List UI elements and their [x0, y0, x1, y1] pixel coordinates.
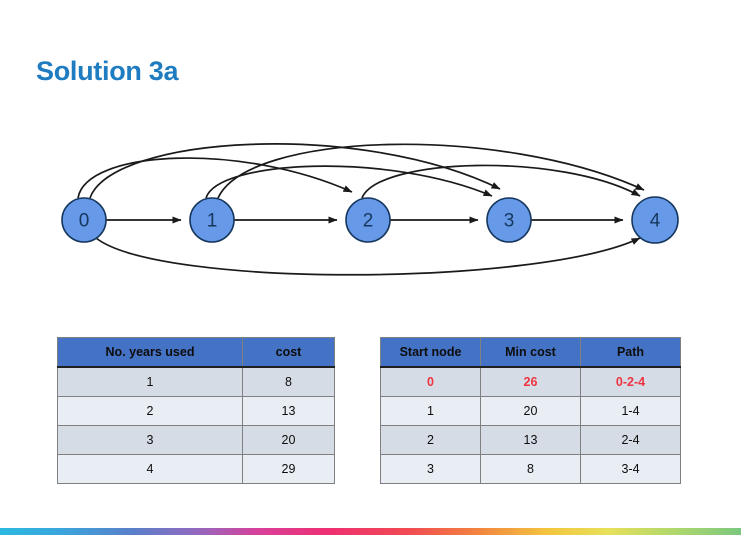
cell-cost: 29 [242, 454, 335, 484]
page-title: Solution 3a [36, 56, 179, 86]
node-3[interactable]: 3 [486, 197, 532, 243]
node-2-circle[interactable] [345, 197, 391, 243]
cell-path: 1-4 [580, 396, 681, 426]
cell-years: 4 [57, 454, 243, 484]
cell-min-cost: 8 [480, 454, 581, 484]
node-4[interactable]: 4 [631, 196, 679, 244]
table-row: 3 8 3-4 [380, 454, 681, 484]
table-row: 0 26 0-2-4 [380, 366, 681, 397]
cell-start-node: 2 [380, 425, 481, 455]
cell-cost: 8 [242, 366, 335, 397]
cell-start-node: 1 [380, 396, 481, 426]
node-0-circle[interactable] [61, 197, 107, 243]
edge-2-to-4 [361, 164, 641, 199]
edge-0-to-3 [89, 143, 501, 199]
node-1-label: 1 [207, 211, 218, 232]
table-row: 2 13 2-4 [380, 425, 681, 455]
edge-0-to-4 [95, 237, 641, 276]
cell-path: 2-4 [580, 425, 681, 455]
cell-years: 3 [57, 425, 243, 455]
cell-start-node: 0 [380, 366, 481, 397]
cell-cost: 20 [242, 425, 335, 455]
table-header-row: No. years used cost [57, 337, 335, 368]
edge-group-arc-above [77, 143, 645, 199]
node-2-label: 2 [363, 211, 374, 232]
cell-min-cost: 20 [480, 396, 581, 426]
min-cost-path-table: Start node Min cost Path 0 26 0-2-4 1 20… [380, 337, 681, 484]
edge-group-arc-below [95, 237, 641, 276]
table-row: 2 13 [57, 396, 335, 426]
table-header-row: Start node Min cost Path [380, 337, 681, 368]
node-3-circle[interactable] [486, 197, 532, 243]
cell-start-node: 3 [380, 454, 481, 484]
column-header-start-node: Start node [380, 337, 481, 368]
cell-path: 3-4 [580, 454, 681, 484]
years-cost-table: No. years used cost 1 8 2 13 3 20 4 29 [57, 337, 335, 484]
cell-cost: 13 [242, 396, 335, 426]
column-header-years: No. years used [57, 337, 243, 368]
graph-diagram: 0 1 2 3 4 [61, 143, 679, 276]
column-header-min-cost: Min cost [480, 337, 581, 368]
cell-years: 1 [57, 366, 243, 397]
node-3-label: 3 [504, 211, 515, 232]
cell-min-cost: 13 [480, 425, 581, 455]
edge-1-to-4 [217, 143, 645, 199]
column-header-path: Path [580, 337, 681, 368]
cell-min-cost: 26 [480, 366, 581, 397]
node-2[interactable]: 2 [345, 197, 391, 243]
node-1[interactable]: 1 [189, 197, 235, 243]
cell-path: 0-2-4 [580, 366, 681, 397]
rainbow-accent-strip [0, 528, 741, 535]
edge-1-to-3 [205, 165, 493, 199]
node-0[interactable]: 0 [61, 197, 107, 243]
table-row: 4 29 [57, 454, 335, 484]
node-0-label: 0 [79, 211, 90, 232]
node-4-circle[interactable] [631, 196, 679, 244]
edge-0-to-2 [77, 157, 353, 199]
table-row: 3 20 [57, 425, 335, 455]
node-4-label: 4 [650, 211, 661, 232]
table-row: 1 20 1-4 [380, 396, 681, 426]
node-1-circle[interactable] [189, 197, 235, 243]
column-header-cost: cost [242, 337, 335, 368]
table-row: 1 8 [57, 366, 335, 397]
cell-years: 2 [57, 396, 243, 426]
